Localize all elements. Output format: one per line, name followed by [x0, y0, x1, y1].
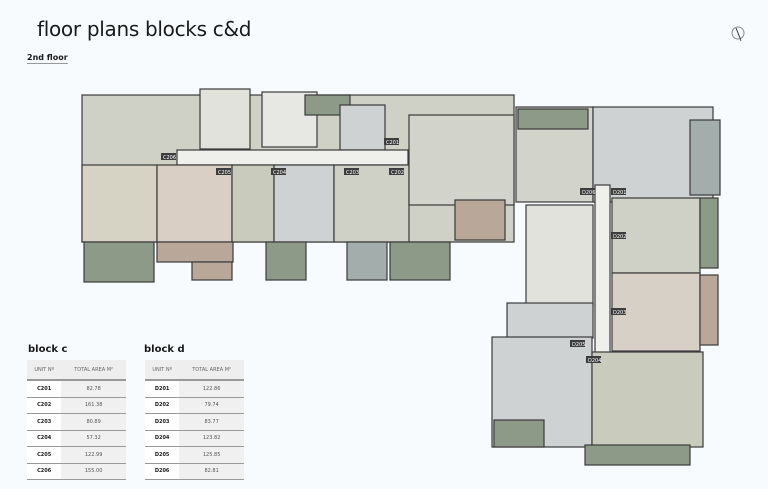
tag-c201: C201 — [386, 140, 399, 146]
col-area: TOTAL AREA M² — [179, 360, 244, 381]
tag-c204: C204 — [273, 170, 286, 176]
floor-label: 2nd floor — [27, 53, 68, 64]
tag-c202: C202 — [391, 170, 404, 176]
tag-c205: C205 — [218, 170, 231, 176]
tag-d201: D201 — [613, 190, 626, 196]
tag-d202: D202 — [613, 234, 626, 240]
tag-d206: D206 — [582, 190, 595, 196]
col-unit: UNIT Nº — [27, 360, 62, 381]
tag-d204: D204 — [588, 358, 601, 364]
col-area: TOTAL AREA M² — [61, 360, 126, 381]
block-c-heading: block c — [28, 344, 68, 355]
page-title: floor plans blocks c&d — [37, 17, 252, 41]
block-c-plan — [81, 88, 515, 283]
block-d-plan — [491, 106, 721, 466]
block-d-heading: block d — [144, 344, 185, 355]
tag-c203: C203 — [346, 170, 359, 176]
compass-icon — [731, 26, 745, 42]
col-unit: UNIT Nº — [145, 360, 180, 381]
tag-c206: C206 — [163, 155, 176, 161]
unit-tags: C201 C202 C203 C204 C205 C206 D201 D202 … — [161, 138, 626, 364]
tag-d205: D205 — [572, 342, 585, 348]
tag-d203: D203 — [613, 310, 626, 316]
